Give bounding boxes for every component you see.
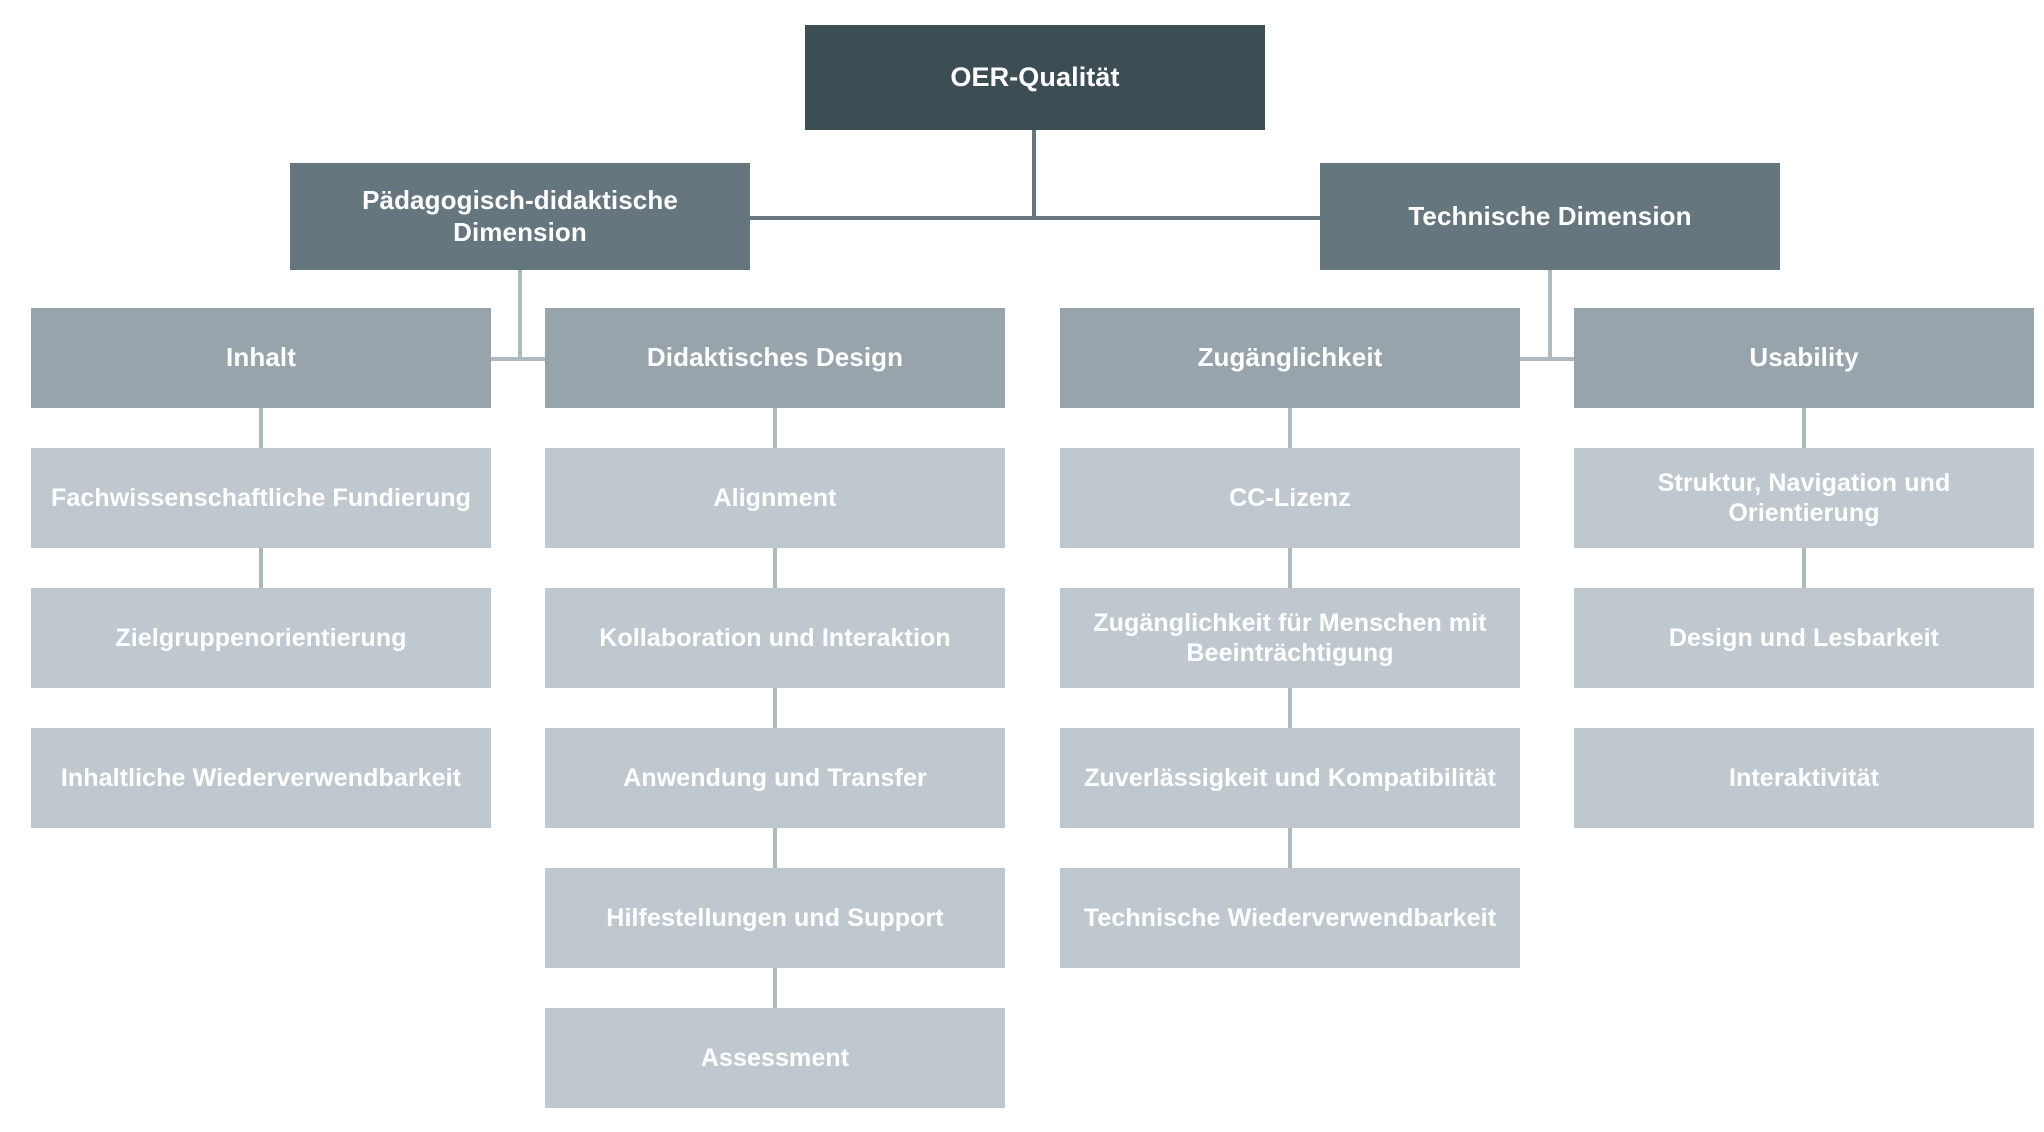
connector-ped-stem — [518, 270, 522, 360]
node-category-zugaenglichkeit[interactable]: Zugänglichkeit — [1060, 308, 1520, 408]
node-dimension-technisch[interactable]: Technische Dimension — [1320, 163, 1780, 270]
node-item-hilfestellungen-und-support[interactable]: Hilfestellungen und Support — [545, 868, 1005, 968]
node-category-inhalt[interactable]: Inhalt — [31, 308, 491, 408]
connector-tech-bus — [1265, 357, 1799, 361]
node-item-zuverlaessigkeit-und-kompatibilitaet[interactable]: Zuverlässigkeit und Kompatibilität — [1060, 728, 1520, 828]
node-dimension-paedagogisch-didaktisch[interactable]: Pädagogisch-didaktische Dimension — [290, 163, 750, 270]
connector-ped-bus — [261, 357, 779, 361]
node-category-usability[interactable]: Usability — [1574, 308, 2034, 408]
node-item-technische-wiederverwendbarkeit[interactable]: Technische Wiederverwendbarkeit — [1060, 868, 1520, 968]
connector-tech-stem — [1548, 270, 1552, 360]
node-item-fachwissenschaftliche-fundierung[interactable]: Fachwissenschaftliche Fundierung — [31, 448, 491, 548]
node-item-kollaboration-und-interaktion[interactable]: Kollaboration und Interaktion — [545, 588, 1005, 688]
node-item-zielgruppenorientierung[interactable]: Zielgruppenorientierung — [31, 588, 491, 688]
node-item-assessment[interactable]: Assessment — [545, 1008, 1005, 1108]
node-item-interaktivitaet[interactable]: Interaktivität — [1574, 728, 2034, 828]
node-item-cc-lizenz[interactable]: CC-Lizenz — [1060, 448, 1520, 548]
node-item-zugaenglichkeit-fuer-menschen-mit-beeintraechtigung[interactable]: Zugänglichkeit für Menschen mit Beeinträ… — [1060, 588, 1520, 688]
node-item-anwendung-und-transfer[interactable]: Anwendung und Transfer — [545, 728, 1005, 828]
connector-dimension-spine — [748, 216, 1322, 220]
node-category-didaktisches-design[interactable]: Didaktisches Design — [545, 308, 1005, 408]
node-item-alignment[interactable]: Alignment — [545, 448, 1005, 548]
node-root-oer-qualitaet[interactable]: OER-Qualität — [805, 25, 1265, 130]
node-item-struktur-navigation-und-orientierung[interactable]: Struktur, Navigation und Orientierung — [1574, 448, 2034, 548]
node-item-design-und-lesbarkeit[interactable]: Design und Lesbarkeit — [1574, 588, 2034, 688]
connector-root-stem — [1032, 130, 1036, 218]
node-item-inhaltliche-wiederverwendbarkeit[interactable]: Inhaltliche Wiederverwendbarkeit — [31, 728, 491, 828]
